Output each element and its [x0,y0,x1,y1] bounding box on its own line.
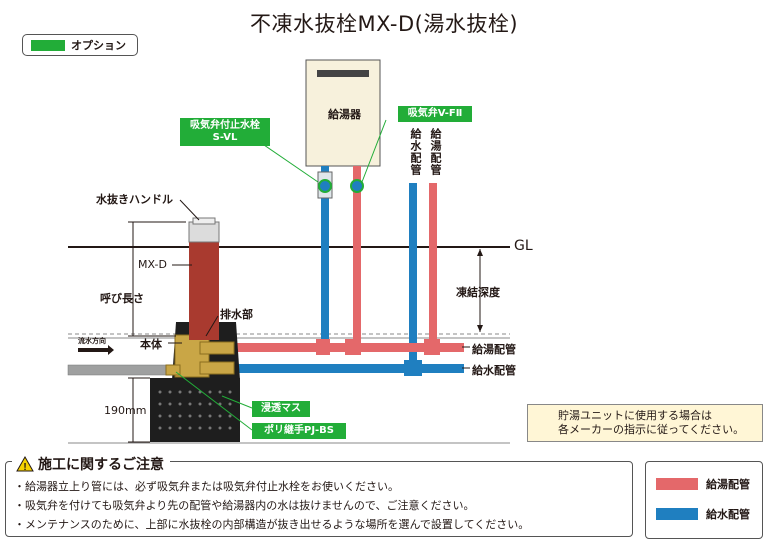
storage-unit-note: 貯湯ユニットに使用する場合は 各メーカーの指示に従ってください。 [527,404,763,442]
cold-horizontal-pipe [232,364,464,373]
gl-label: GL [514,238,533,254]
legend-row-hot: 給湯配管 [656,476,750,492]
cold-supply-vertical-pipe [409,183,417,373]
caution-box [5,461,633,537]
option-legend-label: オプション [71,39,126,52]
hot-pipe-legend-label: 給湯配管 [706,478,750,491]
diagram-title: 不凍水抜栓MX-D(湯水抜栓) [249,12,519,36]
drain-handle [188,221,220,243]
option-legend: オプション [22,34,138,56]
hot-pipe-vertical-label: 給湯配管 [429,128,442,176]
cold-pipe-label: 給水配管 [472,364,516,377]
drain-part-label: 排水部 [220,308,253,321]
seepage-leader [221,395,253,409]
water-heater-vent [317,70,369,77]
note-line-1: 貯湯ユニットに使用する場合は [558,409,712,422]
main-body-label: 本体 [140,338,162,351]
hot-coupler [316,339,330,355]
stop-valve-tag: 吸気弁付止水栓 S-VL [180,118,270,146]
flow-arrow [78,345,114,355]
cold-pipe-swatch [656,508,698,520]
hot-pipe-swatch [656,478,698,490]
frost-depth-label: 凍結深度 [456,286,500,299]
stop-valve-code: S-VL [212,132,238,143]
hot-tee-fitting [345,339,361,355]
caution-item: ・給湯器立上り管には、必ず吸気弁または吸気弁付止水栓をお使いください。 [14,480,399,493]
nominal-length-label: 呼び長さ [100,292,144,305]
model-label: MX-D [138,258,167,271]
brass-cold-outlet [199,361,235,375]
drain-handle-label: 水抜きハンドル [96,193,173,206]
pipe-legend: 給湯配管 給水配管 [645,461,763,539]
vacuum-valve-tag: 吸気弁V-FⅡ [398,106,472,122]
cold-pipe-vertical-label: 給水配管 [409,128,422,176]
note-line-2: 各メーカーの指示に従ってください。 [558,423,745,436]
caution-item: ・メンテナンスのために、上部に水抜栓の内部構造が抜き出せるような場所を選んで設置… [14,518,530,531]
hot-riser-pipe [353,166,361,346]
cold-riser-pipe [321,166,329,341]
poly-joint-tag: ポリ継手PJ-BS [252,423,346,439]
seepage-holes [158,390,232,430]
hot-pipe-label: 給湯配管 [472,343,516,356]
poly-joint-leader [175,371,253,431]
drain-handle-cap [192,217,216,225]
water-heater [305,59,381,167]
stop-valve-handle [318,179,332,193]
main-feed-pipe [67,364,173,376]
svg-text:!: ! [23,462,26,472]
seepage-box-tag: 浸透マス [252,401,310,417]
vacuum-valve-leader [361,119,387,183]
drain-part-leader [205,315,219,337]
caution-heading: ! 施工に関するご注意 [12,454,170,474]
mxd-column [189,240,219,340]
option-color-swatch [31,39,65,51]
legend-row-cold: 給水配管 [656,506,750,522]
flow-direction-label: 流水方向 [78,337,106,345]
poly-joint [165,364,181,376]
caution-item: ・吸気弁を付けても吸気弁より先の配管や給湯器内の水は抜けませんので、ご注意くださ… [14,499,475,512]
hot-elbow-fitting [424,339,440,355]
vacuum-valve [350,179,364,193]
cold-pipe-legend-label: 給水配管 [706,508,750,521]
caution-warning-icon: ! [16,456,34,472]
drain-handle-leader [179,199,200,221]
dimension-label: 190mm [104,404,147,417]
stop-valve-name: 吸気弁付止水栓 [190,120,260,131]
water-heater-label: 給湯器 [328,108,361,121]
brass-hot-outlet [199,341,235,355]
cold-elbow-fitting [404,360,422,376]
caution-title: 施工に関するご注意 [38,457,164,473]
hot-supply-vertical-pipe [429,183,437,351]
